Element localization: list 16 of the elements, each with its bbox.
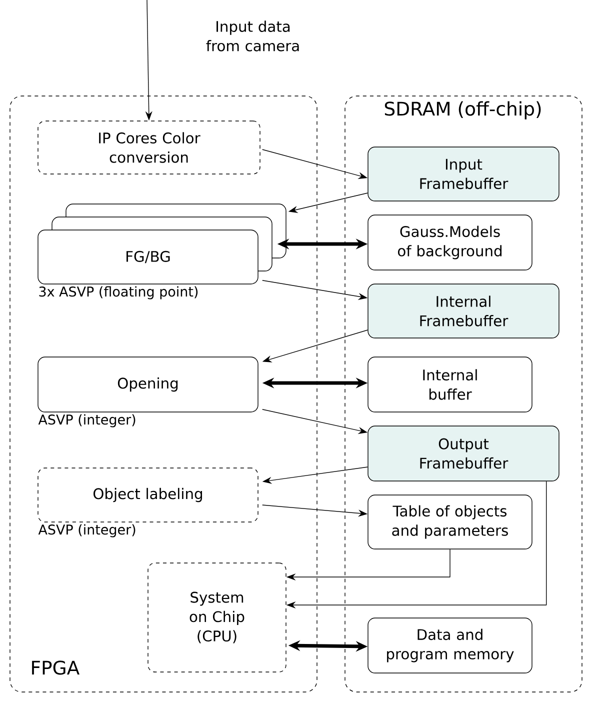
buffer-box: Internal Framebuffer xyxy=(368,284,560,338)
memory-box: Data and program memory xyxy=(368,618,532,674)
memory-box: Gauss.Models of background xyxy=(368,214,532,270)
edge-label: Input data from camera xyxy=(206,20,299,52)
memory-box: Internal buffer xyxy=(368,356,532,412)
buffer-box: Output Framebuffer xyxy=(368,426,560,482)
buffer-box: Input Framebuffer xyxy=(368,146,560,202)
process-box: Object labeling xyxy=(38,468,258,522)
process-box: IP Cores Color conversion xyxy=(38,120,260,174)
memory-box: Table of objects and parameters xyxy=(368,494,532,550)
process-box: Opening xyxy=(38,356,258,412)
node-label: 3x ASVP (floating point) xyxy=(39,286,198,300)
process-box: FG/BG xyxy=(38,204,286,284)
node-label: ASVP (integer) xyxy=(38,414,136,428)
process-box: System on Chip (CPU) xyxy=(148,562,286,672)
node-label: ASVP (integer) xyxy=(38,524,136,538)
